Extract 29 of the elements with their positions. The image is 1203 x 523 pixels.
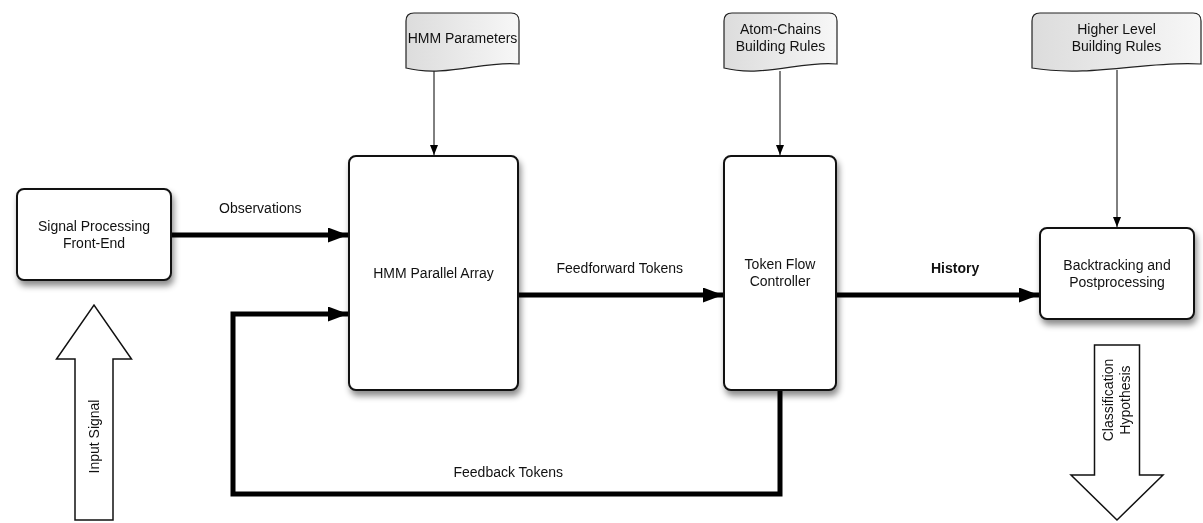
- block-arrow: [55, 303, 133, 521]
- node-text: HMM Parallel Array: [373, 264, 494, 282]
- process-box: [16, 188, 172, 281]
- edge-label: Feedforward Tokens: [556, 259, 684, 277]
- node-text: Atom-Chains Building Rules: [734, 21, 827, 55]
- edge-label: Feedback Tokens: [453, 463, 563, 481]
- document-shape: [723, 12, 838, 74]
- process-box: [348, 155, 519, 391]
- arrow: [430, 70, 438, 156]
- node-text: Higher Level Building Rules: [1070, 21, 1163, 55]
- node-text: Backtracking and Postprocessing: [1062, 256, 1172, 291]
- arrow: [519, 287, 723, 303]
- document-shape: [405, 12, 520, 74]
- process-box: [723, 155, 837, 391]
- edge-label: History: [931, 259, 980, 277]
- arrow: [230, 306, 783, 497]
- edge-label: Observations: [219, 199, 302, 217]
- node-text: Token Flow Controller: [743, 256, 817, 290]
- node-text: Signal Processing Front-End: [36, 217, 152, 252]
- arrow: [1113, 69, 1121, 228]
- arrow: [837, 287, 1039, 303]
- arrow: [172, 227, 348, 243]
- document-shape: [1031, 12, 1202, 74]
- block-arrow: [1069, 344, 1165, 522]
- process-box: [1039, 227, 1195, 320]
- edge-label: Input Signal: [85, 398, 103, 475]
- node-text: HMM Parameters: [407, 29, 518, 47]
- arrow: [776, 70, 784, 156]
- edge-label: Classification Hypothesis: [1100, 357, 1134, 444]
